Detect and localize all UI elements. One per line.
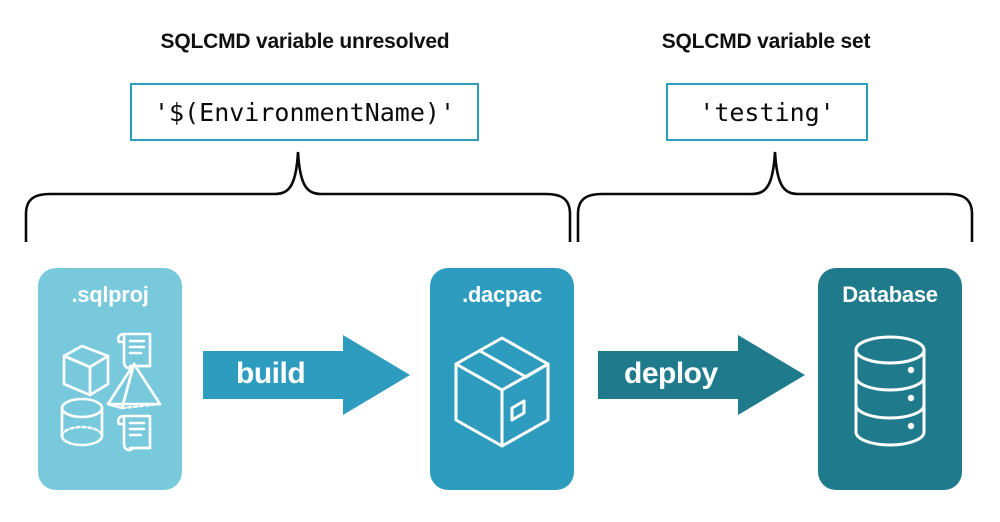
arrow-build bbox=[203, 335, 410, 415]
arrow-build-label: build bbox=[236, 357, 306, 390]
stage-card-dacpac: .dacpac bbox=[430, 268, 574, 490]
pyramid-icon bbox=[106, 362, 162, 410]
stage-card-title-sqlproj: .sqlproj bbox=[71, 282, 149, 307]
stage-card-sqlproj: .sqlproj bbox=[38, 268, 182, 490]
annotation-label-set: SQLCMD variable set bbox=[661, 30, 871, 53]
stage-card-title-dacpac: .dacpac bbox=[462, 282, 542, 307]
brace-left bbox=[24, 151, 572, 242]
arrow-deploy-label: deploy bbox=[624, 357, 718, 390]
cylinder-icon bbox=[60, 397, 104, 447]
cube-icon bbox=[62, 344, 110, 397]
code-value-box-set: 'testing' bbox=[666, 83, 868, 141]
sqlproj-artwork bbox=[60, 332, 162, 452]
dacpac-artwork bbox=[454, 336, 550, 448]
stage-card-database: Database bbox=[818, 268, 962, 490]
database-cylinder-icon bbox=[854, 335, 926, 447]
stage-card-title-database: Database bbox=[842, 282, 938, 307]
code-value-box-unresolved: '$(EnvironmentName)' bbox=[130, 83, 479, 141]
annotation-label-unresolved: SQLCMD variable unresolved bbox=[160, 30, 450, 53]
arrow-deploy bbox=[598, 335, 805, 415]
script-icon bbox=[116, 414, 152, 452]
script-icon bbox=[116, 332, 152, 370]
database-artwork bbox=[854, 335, 926, 447]
brace-right bbox=[576, 151, 974, 242]
package-box-icon bbox=[454, 336, 550, 448]
